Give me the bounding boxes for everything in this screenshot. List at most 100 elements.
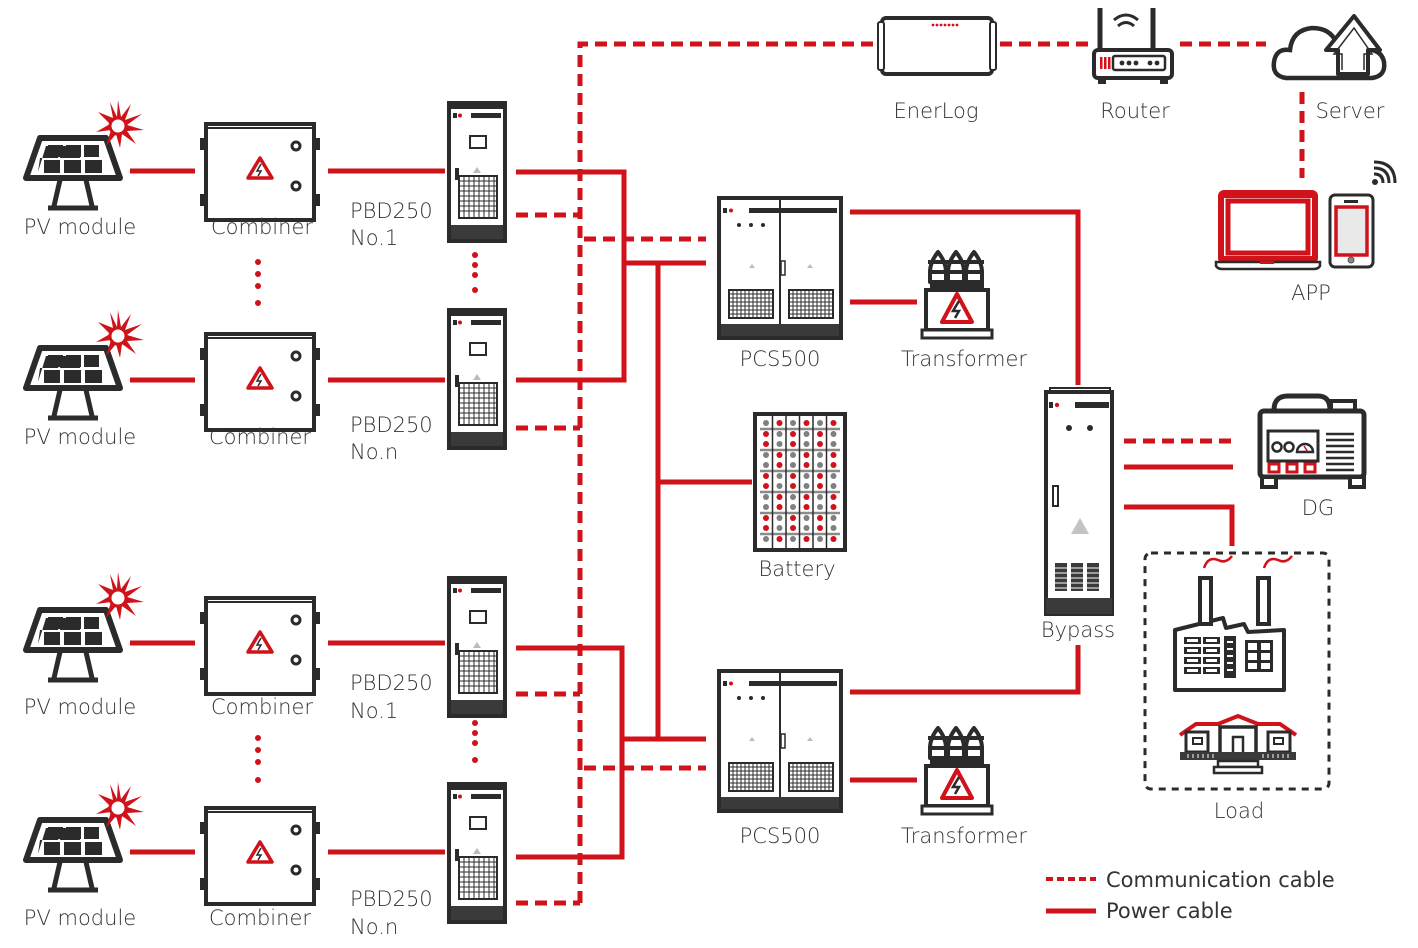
- battery-terminal: [817, 473, 823, 479]
- battery-terminal: [803, 441, 810, 447]
- transformer-label: Transformer: [901, 347, 1027, 371]
- battery-terminal: [776, 473, 783, 479]
- pcs500-cabinet-icon: [717, 196, 843, 340]
- battery-terminal: [817, 536, 823, 542]
- battery-terminal: [803, 504, 810, 510]
- battery-terminal: [776, 420, 783, 426]
- battery-terminal: [790, 420, 796, 426]
- legend-communication-label: Communication cable: [1106, 868, 1335, 892]
- battery-terminal: [790, 525, 796, 531]
- battery-terminal: [830, 473, 837, 479]
- transformer-icon: [920, 250, 994, 340]
- battery-terminal: [776, 483, 783, 489]
- battery-terminal: [790, 452, 796, 458]
- combiner-icon: [198, 596, 322, 696]
- ellipsis-dots: [255, 252, 478, 783]
- battery-terminal: [776, 504, 783, 510]
- transformer-icon: [920, 726, 994, 816]
- battery-terminal: [776, 441, 783, 447]
- battery-terminal: [803, 420, 810, 426]
- pv-module-icon: [26, 310, 144, 418]
- pbd250-number-label: No.n: [350, 915, 398, 939]
- pbd250-model-label: PBD250: [350, 671, 433, 695]
- power-cable: [850, 645, 1081, 695]
- battery-terminal: [790, 483, 796, 489]
- battery-terminal: [803, 431, 810, 437]
- battery-terminal: [817, 431, 823, 437]
- battery-terminal: [790, 441, 796, 447]
- power-cable: [516, 169, 627, 383]
- server-label: Server: [1316, 99, 1385, 123]
- load-boundary: [1143, 551, 1331, 791]
- pv-module-icon: [26, 572, 144, 680]
- battery-terminal: [817, 504, 823, 510]
- pv-module-label: PV module: [24, 695, 136, 719]
- battery-terminal: [763, 452, 769, 458]
- pcs500-label: PCS500: [740, 824, 821, 848]
- battery-terminal: [790, 504, 796, 510]
- smartphone-icon: [1328, 193, 1375, 269]
- battery-terminal: [830, 452, 837, 458]
- battery-terminal: [830, 441, 837, 447]
- combiner-label: Combiner: [211, 215, 313, 239]
- pv-module-label: PV module: [24, 425, 136, 449]
- combiner-label: Combiner: [209, 425, 311, 449]
- app-label: APP: [1291, 281, 1331, 305]
- battery-terminal: [817, 515, 823, 521]
- pbd250-model-label: PBD250: [350, 199, 433, 223]
- battery-terminal: [830, 536, 837, 542]
- battery-terminal: [830, 525, 837, 531]
- factory-icon: [1173, 555, 1293, 692]
- dg-label: DG: [1302, 496, 1334, 520]
- combiner-icon: [198, 122, 322, 222]
- pbd250-cabinet-icon: [447, 782, 507, 924]
- power-cable: [516, 645, 625, 860]
- pbd250-model-label: PBD250: [350, 413, 433, 437]
- router-label: Router: [1100, 99, 1170, 123]
- battery-terminal: [803, 462, 810, 468]
- battery-terminal: [790, 431, 796, 437]
- battery-terminal: [790, 536, 796, 542]
- battery-terminal: [763, 441, 769, 447]
- battery-terminal: [776, 515, 783, 521]
- battery-terminal: [763, 473, 769, 479]
- battery-terminal: [830, 431, 837, 437]
- battery-terminal: [790, 515, 796, 521]
- battery-terminal: [803, 536, 810, 542]
- wifi-signal-icon: [1372, 160, 1397, 185]
- pbd250-number-label: No.1: [350, 226, 398, 250]
- battery-terminal: [830, 420, 837, 426]
- diesel-generator-icon: [1257, 393, 1367, 489]
- battery-terminal: [817, 441, 823, 447]
- battery-terminal: [763, 483, 769, 489]
- battery-terminal: [830, 515, 837, 521]
- communication-cable: [577, 41, 876, 903]
- battery-terminal: [803, 494, 810, 500]
- pbd250-number-label: No.1: [350, 699, 398, 723]
- pcs500-cabinet-icon: [717, 669, 843, 813]
- battery-terminal: [817, 452, 823, 458]
- combiner-icon: [198, 806, 322, 906]
- battery-terminal: [830, 494, 837, 500]
- battery-terminal: [763, 536, 769, 542]
- combiner-label: Combiner: [209, 906, 311, 930]
- bypass-label: Bypass: [1041, 618, 1115, 642]
- battery-terminal: [776, 462, 783, 468]
- transformer-label: Transformer: [901, 824, 1027, 848]
- battery-terminal: [817, 462, 823, 468]
- battery-terminal: [763, 420, 769, 426]
- power-cable: [850, 209, 1081, 385]
- battery-terminal: [763, 494, 769, 500]
- battery-terminal: [776, 452, 783, 458]
- battery-terminal: [763, 504, 769, 510]
- pv-module-icon: [26, 100, 144, 208]
- battery-terminal: [830, 504, 837, 510]
- battery-terminal: [790, 494, 796, 500]
- battery-terminal: [817, 483, 823, 489]
- battery-terminal: [776, 536, 783, 542]
- cloud-server-icon: [1271, 14, 1387, 81]
- house-icon: [1178, 713, 1298, 775]
- battery-terminal: [776, 494, 783, 500]
- load-label: Load: [1214, 799, 1264, 823]
